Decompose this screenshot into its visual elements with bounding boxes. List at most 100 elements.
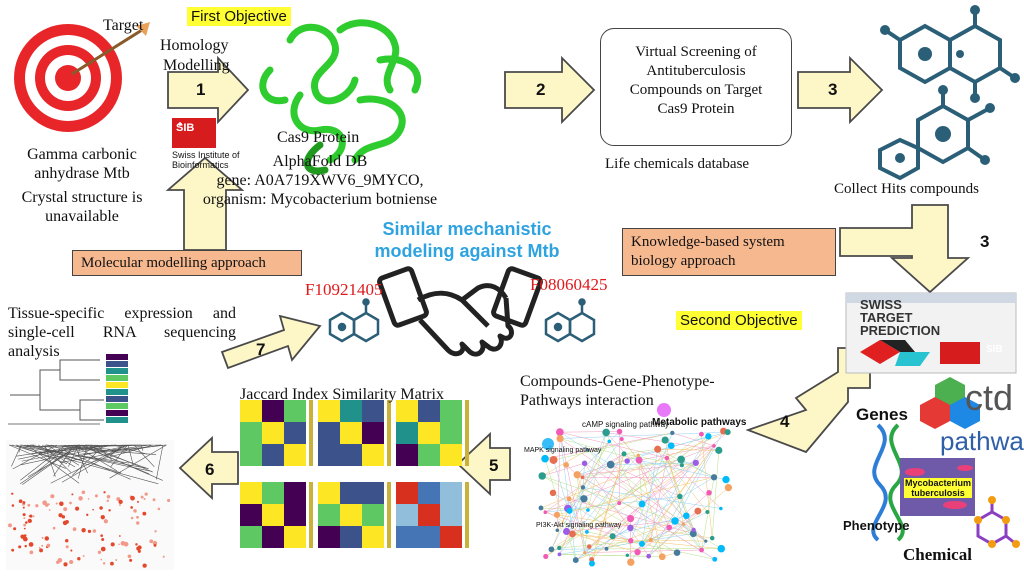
modelling-label: Modelling <box>163 57 230 74</box>
arrow-up <box>165 156 245 251</box>
target-icon <box>14 22 150 132</box>
cas9-protein-label: Cas9 Protein <box>277 129 360 146</box>
sib-name-line2: Bioinformatics <box>172 160 229 170</box>
second-objective-text: Second Objective <box>676 311 802 330</box>
arrow-1 <box>167 55 250 125</box>
virtual-screening-box: Virtual Screening of Antituberculosis Co… <box>600 28 792 146</box>
crystal-structure-note: Crystal structure is unavailable <box>12 188 152 226</box>
organism-line: organism: Mycobacterium botniense <box>202 191 438 208</box>
jaccard-title: Jaccard Index Similarity Matrix <box>240 386 444 403</box>
genes-label: Genes <box>856 405 908 424</box>
dendrogram-heatmap <box>8 354 128 425</box>
molecular-modelling-box: Molecular modelling approach <box>72 250 302 276</box>
life-chemicals-label: Life chemicals database <box>605 156 750 172</box>
swiss-line1: SWISS <box>860 297 902 312</box>
network-label-camp: cAMP signaling pathway <box>582 420 670 429</box>
handshake-icon <box>377 266 543 357</box>
tissue-specific-label: Tissue-specific expression and single-ce… <box>8 304 236 361</box>
sib-logo-text: SIB <box>176 122 195 134</box>
sib-name: Swiss Institute of Bioinformatics <box>172 150 240 170</box>
sib-logo-small-text: SIB <box>986 344 1003 355</box>
similar-mechanistic-title: Similar mechanistic modeling against Mtb <box>362 218 572 262</box>
chemical-label: Chemical <box>903 545 972 564</box>
step-4: 4 <box>780 412 790 431</box>
step-5: 5 <box>489 456 499 475</box>
crystal-line1: Crystal structure is <box>21 189 143 206</box>
hit-compound-molecule-2-atoms <box>895 85 995 165</box>
arrow-3b <box>839 204 971 294</box>
kb-line2: biology approach <box>631 253 736 269</box>
arrow-3a <box>797 55 884 125</box>
similar-line1: Similar mechanistic <box>382 219 552 239</box>
network-label-metabolic: Metabolic pathways <box>652 417 747 428</box>
mycobacterium-label: Mycobacterium tuberculosis <box>904 478 972 498</box>
network-label-pi3k: PI3K-Akt signaling pathway <box>536 522 622 529</box>
first-objective-text: First Objective <box>187 7 291 26</box>
step-3-top: 3 <box>828 80 838 99</box>
alphafold-line: AlphaFold DB <box>272 153 368 170</box>
target-label: Target <box>103 17 144 34</box>
second-objective-tag: Second Objective <box>676 311 802 330</box>
sib-logo <box>172 118 216 148</box>
phenotype-label: Phenotype <box>843 518 910 533</box>
ctd-logo <box>920 377 980 429</box>
compound-id-right: F08060425 <box>530 275 608 294</box>
gene-line: gene: A0A719XWV6_9MYCO, <box>216 172 424 189</box>
similar-line2: modeling against Mtb <box>374 241 560 261</box>
vs-line2: Antituberculosis <box>646 63 746 79</box>
compound-icon-left <box>328 298 380 343</box>
chemical-molecule-atoms <box>974 496 1020 548</box>
step-3-right: 3 <box>980 232 990 251</box>
vs-line4: Cas9 Protein <box>657 101 735 117</box>
swiss-line2: TARGET <box>860 310 913 325</box>
myco-line2: tuberculosis <box>911 488 965 498</box>
sib-name-line1: Swiss Institute of <box>172 150 240 160</box>
gamma-line1: Gamma carbonic <box>27 146 137 163</box>
step-1: 1 <box>196 80 206 99</box>
cgpp-line2: Pathways interaction <box>520 392 654 409</box>
ctd-text: ctd <box>965 377 1014 418</box>
tissue-line3: analysis <box>8 343 60 360</box>
network-label-mapk: MAPK signaling pathway <box>524 447 602 454</box>
arrow-2 <box>504 55 596 125</box>
step-2: 2 <box>536 80 546 99</box>
arrow-4 <box>745 347 871 454</box>
alphafold-info: AlphaFold DB gene: A0A719XWV6_9MYCO, org… <box>160 152 480 209</box>
hit-compound-molecule-1 <box>883 10 1017 98</box>
jaccard-matrices <box>240 400 469 548</box>
swiss-target-prediction-panel <box>845 292 1017 374</box>
gamma-carbonic-label: Gamma carbonic anhydrase Mtb <box>18 145 146 183</box>
chemical-molecule-icon <box>976 500 1017 546</box>
vs-line1: Virtual Screening of <box>635 44 757 60</box>
gamma-line2: anhydrase Mtb <box>34 165 130 182</box>
pathway-network <box>538 403 733 567</box>
compound-icon-right <box>544 298 596 343</box>
tissue-line1: Tissue-specific expression and <box>8 305 236 322</box>
first-objective-tag: First Objective <box>187 7 291 26</box>
tissue-line2: single-cell RNA sequencing <box>8 324 236 341</box>
knowledge-based-box: Knowledge-based system biology approach <box>622 228 836 276</box>
arrow-5 <box>456 431 511 497</box>
dna-icon <box>871 423 905 542</box>
pathway-text: pathway <box>940 426 1024 456</box>
myco-line1: Mycobacterium <box>904 478 972 488</box>
cgpp-title: Compounds-Gene-Phenotype- Pathways inter… <box>520 372 715 410</box>
kb-line1: Knowledge-based system <box>631 234 785 250</box>
arrow-6 <box>178 435 239 501</box>
compound-id-left: F10921405 <box>305 280 383 299</box>
homology-label: Homology <box>160 37 229 54</box>
single-cell-scatter <box>6 440 174 570</box>
swiss-line3: PREDICTION <box>860 323 941 338</box>
collect-hits-label: Collect Hits compounds <box>834 181 979 197</box>
step-7: 7 <box>256 340 266 359</box>
hit-compound-molecule-1-atoms <box>880 5 1020 103</box>
arrow-7 <box>220 314 322 370</box>
swiss-target-prediction-title: SWISS TARGET PREDICTION <box>860 298 940 337</box>
vs-line3: Compounds on Target <box>629 82 763 98</box>
cas9-protein-structure <box>259 19 421 175</box>
crystal-line2: unavailable <box>45 208 119 225</box>
cgpp-line1: Compounds-Gene-Phenotype- <box>520 373 715 390</box>
step-6: 6 <box>205 460 215 479</box>
